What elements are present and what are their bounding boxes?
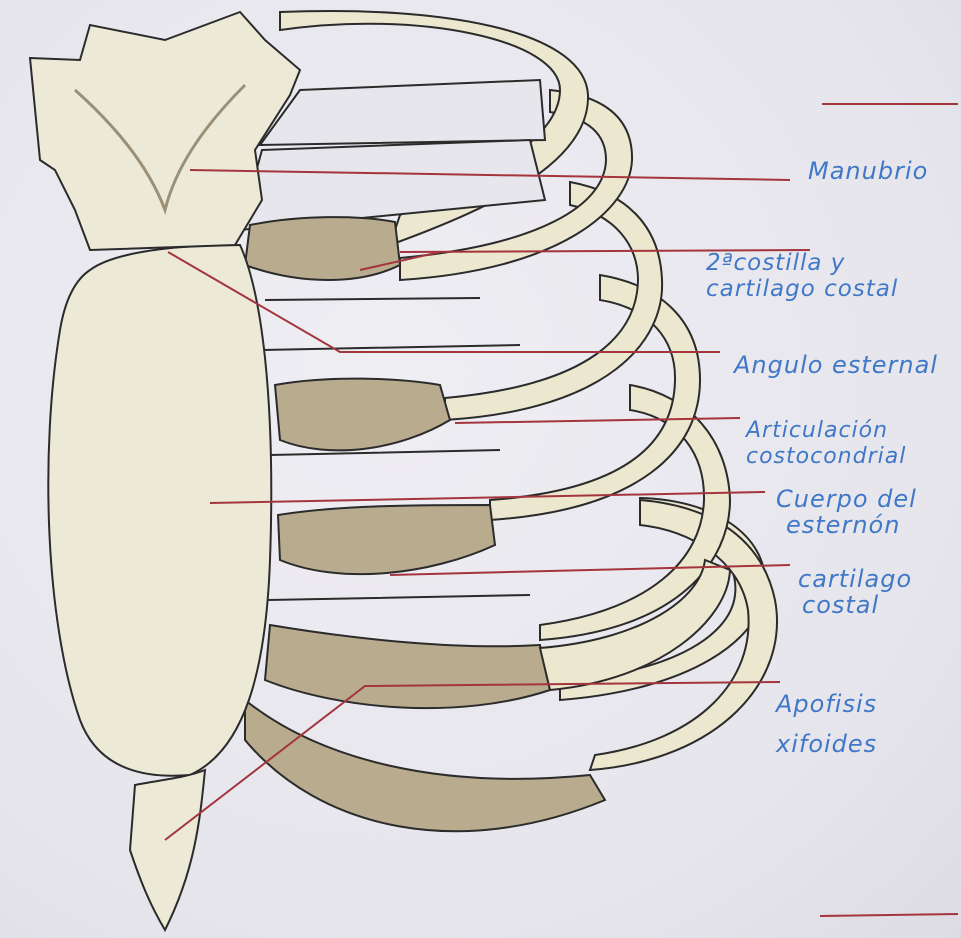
- xiphoid-process: [130, 770, 205, 930]
- label-apofisis-line1: Apofisis: [776, 684, 877, 724]
- costal-cartilage-2: [245, 217, 400, 280]
- leader-cuerpo: [210, 492, 765, 503]
- label-cartilago-line2: costal: [798, 592, 912, 618]
- label-cuerpo-line1: Cuerpo del: [776, 486, 917, 512]
- costal-cartilage-4: [278, 505, 495, 574]
- label-articulacion: Articulación costocondrial: [746, 418, 906, 470]
- label-articulacion-line1: Articulación: [746, 418, 906, 444]
- label-apofisis-line2: xifoides: [776, 724, 877, 764]
- label-cartilago-costal: cartilago costal: [798, 566, 912, 618]
- label-angulo-esternal: Angulo esternal: [734, 352, 938, 378]
- label-cuerpo-esternon: Cuerpo del esternón: [776, 486, 917, 538]
- label-apofisis-xifoides: Apofisis xifoides: [776, 684, 877, 764]
- label-manubrio: Manubrio: [808, 158, 928, 184]
- intercostal-space-1: [260, 80, 545, 145]
- sternum-body: [48, 245, 271, 776]
- label-articulacion-line2: costocondrial: [746, 444, 906, 470]
- label-segunda-costilla: 2ªcostilla y cartilago costal: [706, 250, 898, 302]
- margin-line-bottom: [820, 914, 958, 916]
- costal-cartilage-5: [265, 625, 550, 708]
- label-segunda-costilla-line1: 2ªcostilla y: [706, 250, 898, 276]
- intercostal-space-2: [240, 140, 545, 230]
- label-cuerpo-line2: esternón: [776, 512, 917, 538]
- costal-cartilage-3: [275, 379, 450, 451]
- costal-cartilage-7: [245, 700, 605, 831]
- label-cartilago-line1: cartilago: [798, 566, 912, 592]
- label-segunda-costilla-line2: cartilago costal: [706, 276, 898, 302]
